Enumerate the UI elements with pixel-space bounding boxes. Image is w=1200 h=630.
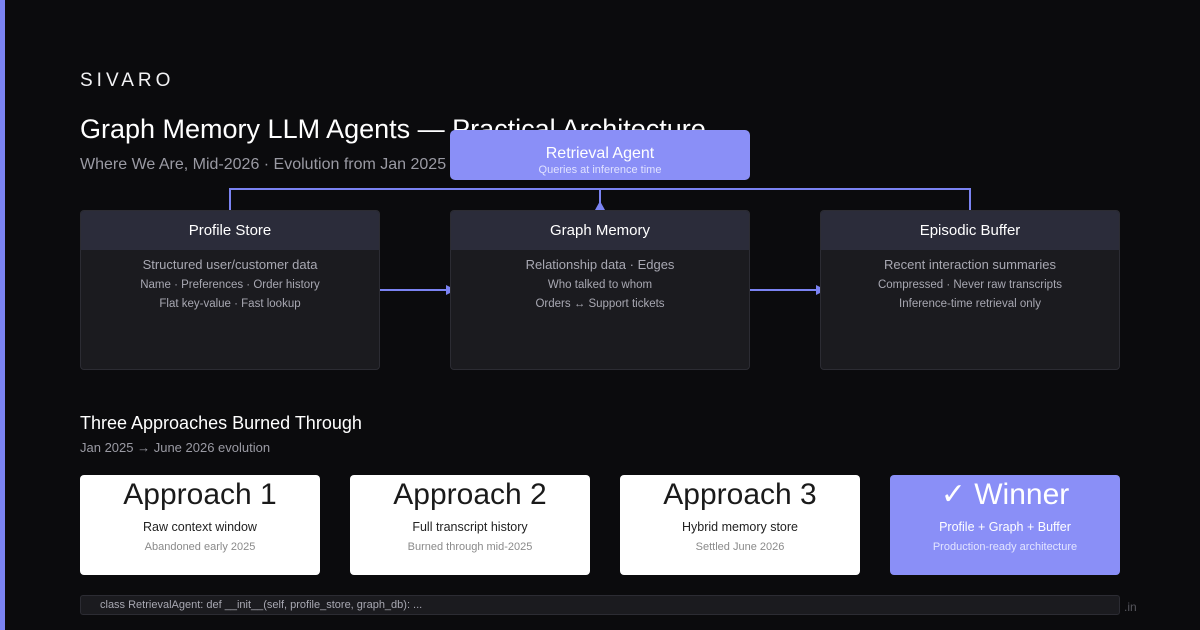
profile-store-line: Flat key-value · Fast lookup (159, 298, 301, 310)
winner-card: ✓ Winner Profile + Graph + Buffer Produc… (890, 475, 1120, 575)
approaches-section-title: Three Approaches Burned Through (80, 413, 362, 433)
profile-store-node: Profile Store Structured user/customer d… (80, 210, 380, 370)
graph-memory-node: Graph Memory Relationship data · Edges W… (450, 210, 750, 370)
episodic-buffer-node: Episodic Buffer Recent interaction summa… (820, 210, 1120, 370)
episodic-buffer-line: Inference-time retrieval only (899, 298, 1041, 310)
profile-store-title: Profile Store (81, 211, 379, 250)
accent-bar (0, 0, 5, 630)
winner-name: ✓ Winner (940, 478, 1070, 511)
approach-card-2: Approach 2 Full transcript history Burne… (350, 475, 590, 575)
footer-fragment: .in (1124, 600, 1137, 614)
profile-store-line: Structured user/customer data (142, 257, 318, 272)
graph-memory-line: Orders ↔ Support tickets (535, 298, 665, 310)
retrieval-agent-subtitle: Queries at inference time (538, 164, 662, 176)
approach-name: Approach 1 (123, 478, 277, 511)
graph-memory-line: Who talked to whom (547, 279, 653, 291)
retrieval-agent-title: Retrieval Agent (545, 145, 655, 162)
approach-note: Burned through mid-2025 (407, 541, 533, 553)
approach-name: Approach 3 (663, 478, 817, 511)
approach-note: Settled June 2026 (695, 541, 785, 553)
episodic-buffer-line: Compressed · Never raw transcripts (877, 279, 1063, 291)
retrieval-agent-node: Retrieval Agent Queries at inference tim… (450, 130, 750, 180)
approach-note: Abandoned early 2025 (144, 541, 256, 553)
page-subtitle: Where We Are, Mid-2026 · Evolution from … (80, 156, 544, 173)
approach-card-3: Approach 3 Hybrid memory store Settled J… (620, 475, 860, 575)
winner-note: Production-ready architecture (932, 541, 1078, 553)
approach-desc: Raw context window (143, 520, 257, 534)
graph-memory-title: Graph Memory (451, 211, 749, 250)
approaches-section-subtitle: Jan 2025 → June 2026 evolution (80, 440, 271, 455)
approach-desc: Full transcript history (412, 520, 528, 534)
connector-retrieval-bus (229, 188, 971, 210)
graph-memory-line: Relationship data · Edges (525, 257, 675, 272)
brand-logo: SIVARO (80, 70, 175, 91)
profile-store-line: Name · Preferences · Order history (140, 279, 320, 291)
approach-desc: Hybrid memory store (682, 520, 798, 534)
approach-name: Approach 2 (393, 478, 547, 511)
code-snippet: class RetrievalAgent: def __init__(self,… (80, 595, 1120, 615)
episodic-buffer-title: Episodic Buffer (821, 211, 1119, 250)
arrowhead-graph-top (595, 201, 605, 210)
episodic-buffer-line: Recent interaction summaries (884, 257, 1056, 272)
approach-card-1: Approach 1 Raw context window Abandoned … (80, 475, 320, 575)
winner-desc: Profile + Graph + Buffer (939, 520, 1071, 534)
